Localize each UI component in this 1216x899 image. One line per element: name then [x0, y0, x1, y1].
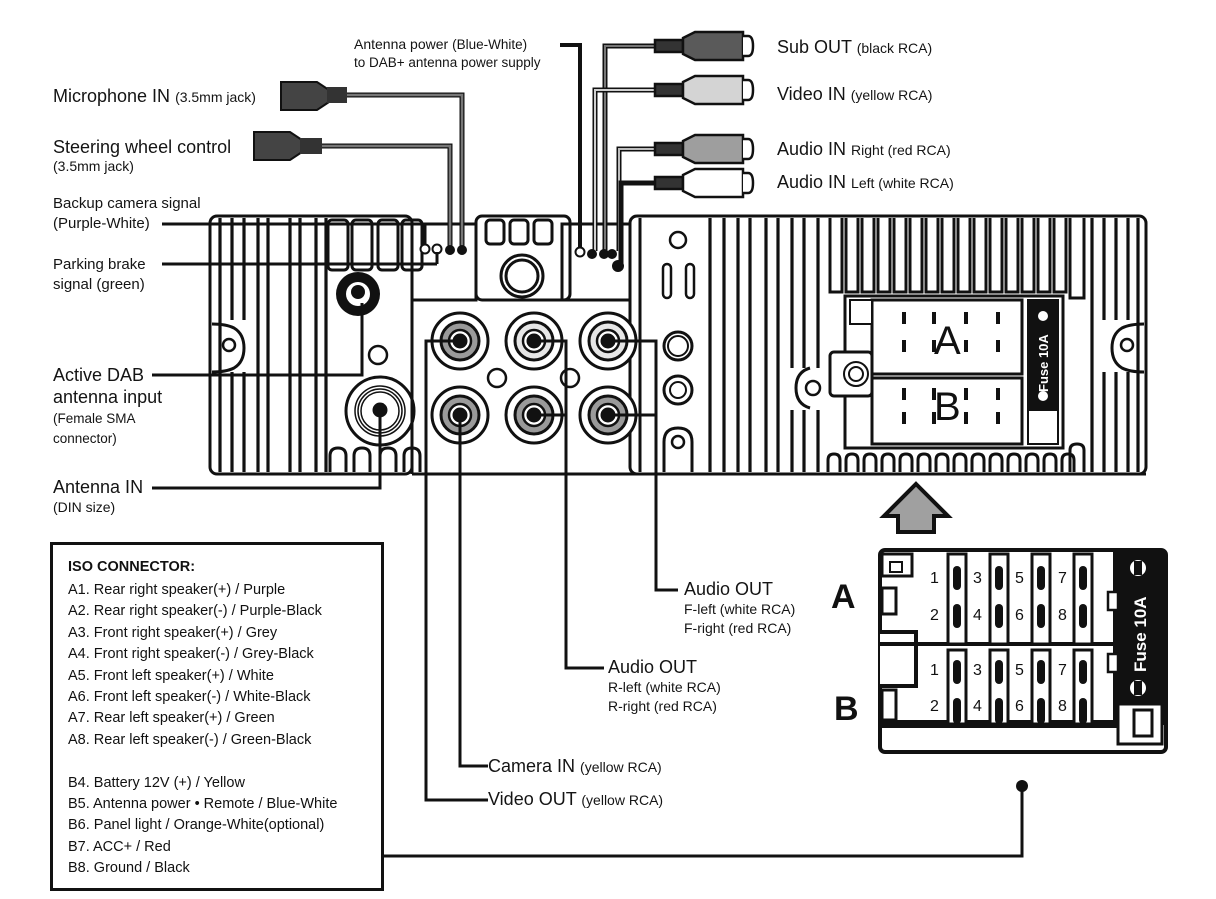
pin-a8: 8	[1058, 607, 1067, 624]
socket-label-b: B	[934, 385, 961, 429]
rca-title: Video IN	[777, 84, 851, 104]
leader-lines	[152, 222, 1024, 858]
rca-detail: Right (red RCA)	[851, 142, 951, 158]
audio-out-rear-right: R-right (red RCA)	[608, 698, 717, 714]
camera-in-label: Camera IN (yellow RCA)	[488, 756, 662, 777]
iso-item-b7: B7. ACC+ / Red	[68, 838, 171, 855]
pin-a1: 1	[930, 570, 939, 587]
rca-detail: Left (white RCA)	[851, 175, 954, 191]
iso-item-b4: B4. Battery 12V (+) / Yellow	[68, 774, 245, 791]
audio-out-rear-title: Audio OUT	[608, 657, 698, 677]
video-out-label: Video OUT (yellow RCA)	[488, 789, 663, 810]
dab-detail-2: connector)	[53, 431, 117, 446]
backup-camera-title: Backup camera signal	[53, 195, 201, 212]
rca-title: Sub OUT	[777, 37, 857, 57]
audio-out-front-right: F-right (red RCA)	[684, 620, 792, 636]
iso-fuse-label: Fuse 10A	[1131, 596, 1150, 672]
head-unit-rear-panel	[208, 214, 1148, 476]
pin-b1: 1	[930, 662, 939, 679]
video-out-detail: (yellow RCA)	[581, 792, 664, 808]
rca-title: Audio IN	[777, 172, 852, 192]
iso-connector-legend: ISO CONNECTOR: A1. Rear right speaker(+)…	[50, 542, 384, 891]
audio-out-front-left: F-left (white RCA)	[684, 601, 796, 617]
pin-b2: 2	[930, 698, 939, 715]
microphone-title: Microphone IN	[53, 86, 176, 106]
backup-camera-label: Backup camera signal (Purple-White)	[53, 194, 201, 234]
dab-sma-connector	[336, 272, 380, 316]
dab-detail-1: (Female SMA	[53, 411, 136, 426]
audio-out-front-title: Audio OUT	[684, 579, 774, 599]
iso-connector-face	[878, 548, 1168, 754]
rca-label-audio-in-right: Audio IN Right (red RCA)	[777, 139, 951, 160]
dab-title-1: Active DAB	[53, 365, 145, 385]
iso-item-a5: A5. Front left speaker(+) / White	[68, 667, 274, 684]
rca-detail: (black RCA)	[856, 40, 933, 56]
camera-in-title: Camera IN	[488, 756, 581, 776]
antenna-in-detail: (DIN size)	[53, 499, 116, 515]
dab-title-2: antenna input	[53, 387, 163, 407]
iso-item-a2: A2. Rear right speaker(-) / Purple-Black	[68, 603, 322, 620]
socket-label-a: A	[934, 319, 961, 363]
parking-brake-label: Parking brake signal (green)	[53, 255, 146, 295]
panel-rca-sockets	[430, 311, 638, 445]
rca-cables	[560, 30, 755, 272]
pin-b3: 3	[973, 662, 982, 679]
pin-b7: 7	[1058, 662, 1067, 679]
pin-b8: 8	[1058, 698, 1067, 715]
iso-spacer	[68, 751, 337, 772]
pin-a6: 6	[1015, 607, 1024, 624]
connector-row-a-label: A	[831, 578, 856, 616]
iso-item-a6: A6. Front left speaker(-) / White-Black	[68, 689, 311, 706]
microphone-detail: (3.5mm jack)	[175, 89, 256, 105]
iso-item-a1: A1. Rear right speaker(+) / Purple	[68, 582, 286, 598]
iso-item-a7: A7. Rear left speaker(+) / Green	[68, 710, 275, 727]
rca-label-sub-out: Sub OUT (black RCA)	[777, 37, 932, 58]
rca-label-video-in: Video IN (yellow RCA)	[777, 84, 932, 105]
iso-item-b8: B8. Ground / Black	[68, 860, 190, 877]
pin-a7: 7	[1058, 570, 1067, 587]
antenna-power-label: Antenna power (Blue-White) to DAB+ anten…	[354, 36, 541, 73]
pin-a4: 4	[973, 607, 982, 624]
pin-b4: 4	[973, 698, 982, 715]
iso-item-b6: B6. Panel light / Orange-White(optional)	[68, 817, 325, 834]
dab-antenna-label: Active DAB antenna input (Female SMA con…	[53, 365, 162, 449]
antenna-in-title: Antenna IN	[53, 477, 144, 497]
pin-b5: 5	[1015, 662, 1024, 679]
camera-in-detail: (yellow RCA)	[580, 759, 662, 775]
backup-camera-color: (Purple-White)	[53, 215, 150, 232]
rca-title: Audio IN	[777, 139, 852, 159]
socket-fuse-label: Fuse 10A	[1036, 334, 1051, 392]
antenna-power-color: (Blue-White)	[452, 37, 528, 52]
connector-row-b-label: B	[834, 690, 859, 728]
steering-detail: (3.5mm jack)	[53, 158, 134, 175]
rca-detail: (yellow RCA)	[850, 87, 933, 103]
pin-a3: 3	[973, 570, 982, 587]
audio-out-rear-label: Audio OUT R-left (white RCA) R-right (re…	[608, 658, 721, 716]
steering-label: Steering wheel control (3.5mm jack)	[53, 137, 231, 177]
antenna-power-desc: to DAB+ antenna power supply	[354, 55, 541, 71]
steering-title: Steering wheel control	[53, 137, 232, 157]
antenna-power-title: Antenna power	[354, 36, 453, 52]
iso-legend-list: A1. Rear right speaker(+) / Purple A2. R…	[68, 580, 337, 880]
jack-cables	[253, 81, 467, 255]
iso-item-a4: A4. Front right speaker(-) / Grey-Black	[68, 646, 314, 663]
pin-a5: 5	[1015, 570, 1024, 587]
arrow-up-icon	[879, 481, 953, 534]
pin-b6: 6	[1015, 698, 1024, 715]
antenna-in-label: Antenna IN (DIN size)	[53, 478, 143, 517]
iso-item-a3: A3. Front right speaker(+) / Grey	[68, 624, 278, 641]
microphone-label: Microphone IN (3.5mm jack)	[53, 86, 256, 107]
iso-item-b5: B5. Antenna power • Remote / Blue-White	[68, 796, 338, 813]
parking-brake-color: signal (green)	[53, 276, 145, 293]
rca-label-audio-in-left: Audio IN Left (white RCA)	[777, 172, 954, 193]
video-out-title: Video OUT	[488, 789, 582, 809]
iso-legend-title: ISO CONNECTOR:	[68, 559, 196, 575]
iso-item-a8: A8. Rear left speaker(-) / Green-Black	[68, 731, 312, 748]
parking-brake-title: Parking brake	[53, 256, 146, 273]
pin-a2: 2	[930, 607, 939, 624]
audio-out-front-label: Audio OUT F-left (white RCA) F-right (re…	[684, 580, 795, 638]
audio-out-rear-left: R-left (white RCA)	[608, 679, 721, 695]
